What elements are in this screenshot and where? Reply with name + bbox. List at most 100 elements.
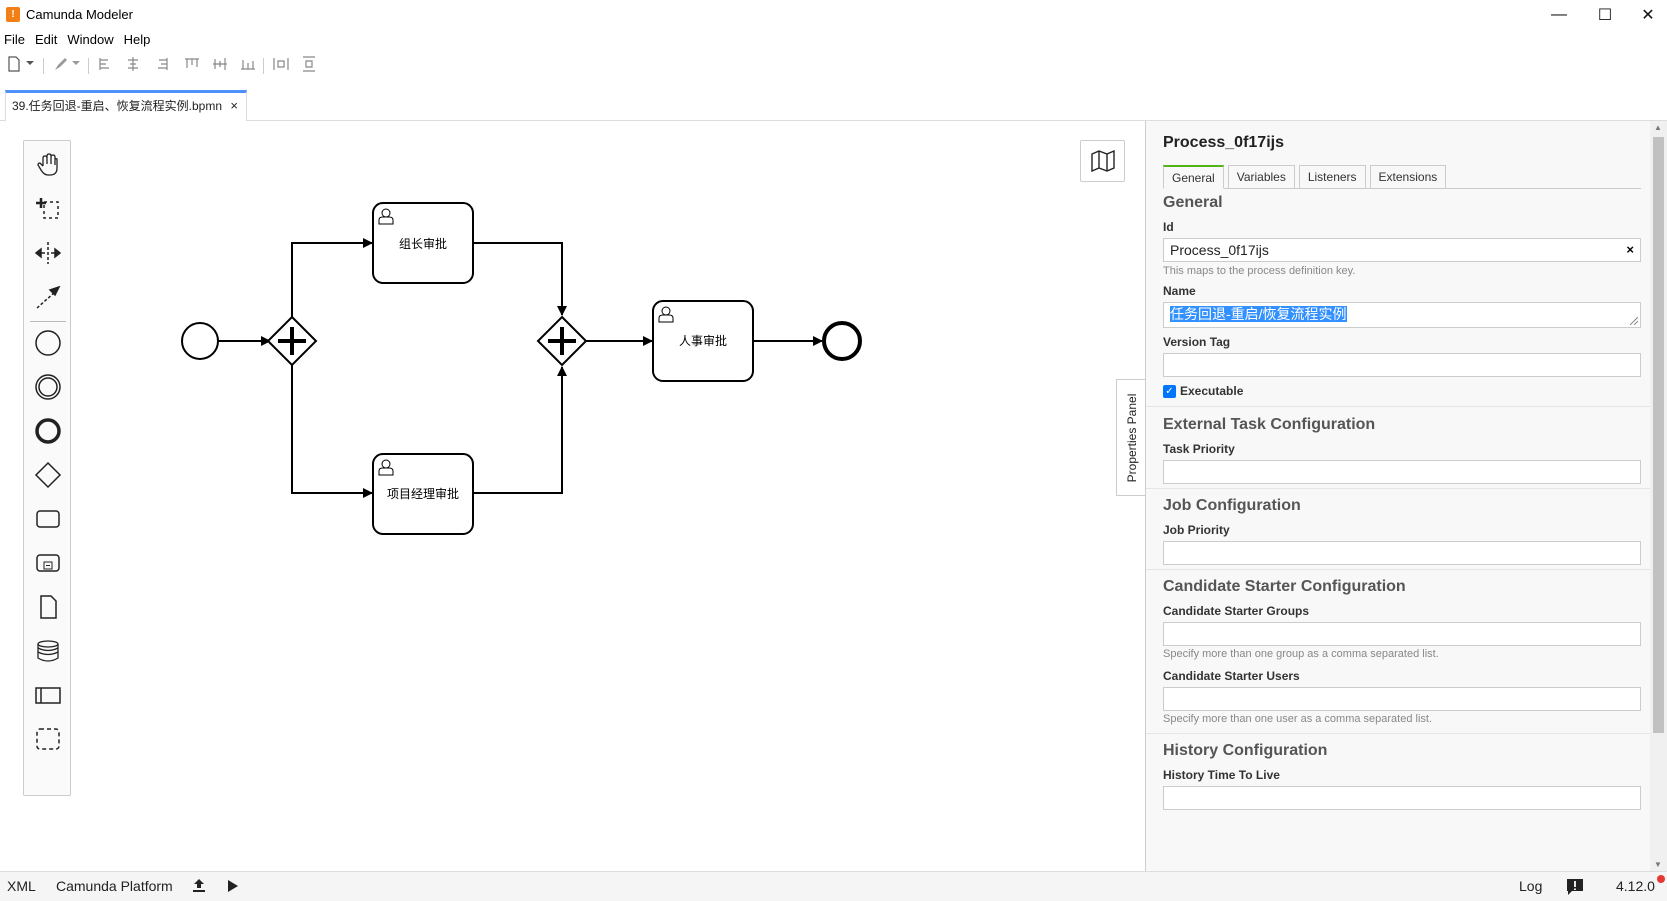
- xml-view-button[interactable]: XML: [7, 878, 36, 894]
- end-event-icon[interactable]: [32, 415, 64, 447]
- diagram-canvas[interactable]: [0, 121, 1143, 871]
- clear-id-icon[interactable]: ×: [1626, 242, 1634, 257]
- connect-tool-icon[interactable]: [32, 281, 64, 313]
- pool-icon[interactable]: [32, 679, 64, 711]
- file-tab-bar: 39.任务回退-重启、恢复流程实例.bpmn ×: [0, 86, 1667, 121]
- sequence-flow[interactable]: [471, 242, 567, 316]
- tab-extensions[interactable]: Extensions: [1369, 165, 1447, 189]
- status-bar: XML Camunda Platform Log 4.12.0: [0, 871, 1667, 901]
- intermediate-event-icon[interactable]: [32, 371, 64, 403]
- section-divider: [1146, 733, 1650, 734]
- menu-help[interactable]: Help: [123, 32, 151, 47]
- version-tag-field[interactable]: [1163, 353, 1641, 377]
- close-window-button[interactable]: ✕: [1641, 7, 1655, 24]
- group-icon[interactable]: [32, 723, 64, 755]
- distribute-vertical-icon[interactable]: [301, 56, 317, 72]
- align-middle-icon[interactable]: [212, 56, 228, 72]
- task-priority-field[interactable]: [1163, 460, 1641, 484]
- user-task-icon: [658, 306, 674, 323]
- user-task-icon: [378, 208, 394, 225]
- resize-handle-icon[interactable]: [1630, 317, 1638, 325]
- task-icon[interactable]: [32, 503, 64, 535]
- scroll-thumb[interactable]: [1653, 137, 1664, 733]
- log-button[interactable]: Log: [1519, 878, 1543, 894]
- section-general-heading: General: [1163, 194, 1223, 211]
- job-priority-label: Job Priority: [1163, 523, 1230, 537]
- properties-scrollbar[interactable]: ▲ ▼: [1650, 121, 1667, 871]
- user-task[interactable]: 组长审批: [372, 202, 474, 284]
- parallel-gateway-split[interactable]: [266, 315, 318, 367]
- parallel-gateway-join[interactable]: [536, 315, 588, 367]
- tab-general[interactable]: General: [1163, 165, 1224, 189]
- title-bar: ! Camunda Modeler — ☐ ✕: [0, 0, 1667, 30]
- edit-tool-icon[interactable]: [53, 56, 69, 72]
- distribute-horizontal-icon[interactable]: [273, 56, 289, 72]
- start-instance-icon[interactable]: [227, 879, 239, 893]
- id-hint: This maps to the process definition key.: [1163, 265, 1356, 277]
- subprocess-icon[interactable]: [32, 547, 64, 579]
- section-job-heading: Job Configuration: [1163, 497, 1301, 514]
- gateway-icon[interactable]: [32, 459, 64, 491]
- close-tab-icon[interactable]: ×: [230, 98, 238, 113]
- file-tab-label: 39.任务回退-重启、恢复流程实例.bpmn: [12, 99, 223, 113]
- menu-window[interactable]: Window: [67, 32, 114, 47]
- align-bottom-icon[interactable]: [240, 56, 256, 72]
- candidate-users-field[interactable]: [1163, 687, 1641, 711]
- tab-variables[interactable]: Variables: [1227, 165, 1295, 189]
- executable-checkbox[interactable]: ✓: [1163, 384, 1176, 398]
- version-label[interactable]: 4.12.0: [1616, 878, 1655, 894]
- feedback-icon[interactable]: [1566, 878, 1584, 896]
- dropdown-arrow-icon[interactable]: [26, 61, 34, 67]
- job-priority-field[interactable]: [1163, 541, 1641, 565]
- scroll-up-arrow-icon[interactable]: ▲: [1654, 123, 1662, 132]
- menu-file[interactable]: File: [4, 32, 25, 47]
- history-ttl-field[interactable]: [1163, 786, 1641, 810]
- dropdown-arrow-icon[interactable]: [72, 61, 80, 67]
- new-file-icon[interactable]: [7, 56, 21, 72]
- user-task[interactable]: 项目经理审批: [372, 453, 474, 535]
- candidate-groups-label: Candidate Starter Groups: [1163, 604, 1310, 618]
- toolbar-separator: [88, 58, 89, 74]
- id-field[interactable]: Process_0f17ijs ×: [1163, 238, 1641, 262]
- candidate-users-label: Candidate Starter Users: [1163, 669, 1300, 683]
- maximize-button[interactable]: ☐: [1597, 7, 1613, 24]
- candidate-users-hint: Specify more than one user as a comma se…: [1163, 713, 1433, 725]
- menu-edit[interactable]: Edit: [34, 32, 58, 47]
- file-tab[interactable]: 39.任务回退-重启、恢复流程实例.bpmn ×: [5, 90, 247, 121]
- align-top-icon[interactable]: [184, 56, 200, 72]
- sequence-flow[interactable]: [471, 366, 567, 494]
- start-event-icon[interactable]: [32, 327, 64, 359]
- start-event[interactable]: [181, 322, 219, 360]
- window-title: Camunda Modeler: [26, 7, 133, 22]
- align-left-icon[interactable]: [98, 56, 112, 72]
- platform-label[interactable]: Camunda Platform: [56, 878, 173, 894]
- data-object-icon[interactable]: [32, 591, 64, 623]
- section-history-heading: History Configuration: [1163, 742, 1328, 759]
- candidate-groups-hint: Specify more than one group as a comma s…: [1163, 648, 1439, 660]
- properties-tabs: General Variables Listeners Extensions: [1163, 165, 1450, 189]
- minimize-button[interactable]: —: [1551, 6, 1567, 23]
- deploy-icon[interactable]: [191, 877, 207, 893]
- properties-panel-toggle[interactable]: Properties Panel: [1116, 379, 1146, 496]
- data-store-icon[interactable]: [32, 635, 64, 667]
- camunda-modeler-icon: !: [6, 7, 20, 22]
- task-label: 人事审批: [679, 333, 727, 348]
- id-label: Id: [1163, 220, 1174, 234]
- lasso-tool-icon[interactable]: [32, 193, 64, 225]
- sequence-flow[interactable]: [291, 238, 373, 319]
- end-event[interactable]: [822, 321, 862, 361]
- name-field[interactable]: 任务回退-重启/恢复流程实例: [1163, 302, 1641, 328]
- section-divider: [1146, 569, 1650, 570]
- user-task[interactable]: 人事审批: [652, 300, 754, 382]
- align-center-icon[interactable]: [126, 56, 140, 72]
- minimap-toggle-button[interactable]: [1080, 140, 1125, 182]
- executable-checkbox-row[interactable]: ✓ Executable: [1163, 384, 1243, 398]
- section-external-task-heading: External Task Configuration: [1163, 416, 1376, 433]
- sequence-flow[interactable]: [291, 363, 373, 498]
- space-tool-icon[interactable]: [32, 237, 64, 269]
- tab-listeners[interactable]: Listeners: [1298, 165, 1366, 189]
- candidate-groups-field[interactable]: [1163, 622, 1641, 646]
- align-right-icon[interactable]: [155, 56, 169, 72]
- scroll-down-arrow-icon[interactable]: ▼: [1654, 860, 1662, 869]
- hand-tool-icon[interactable]: [32, 149, 64, 181]
